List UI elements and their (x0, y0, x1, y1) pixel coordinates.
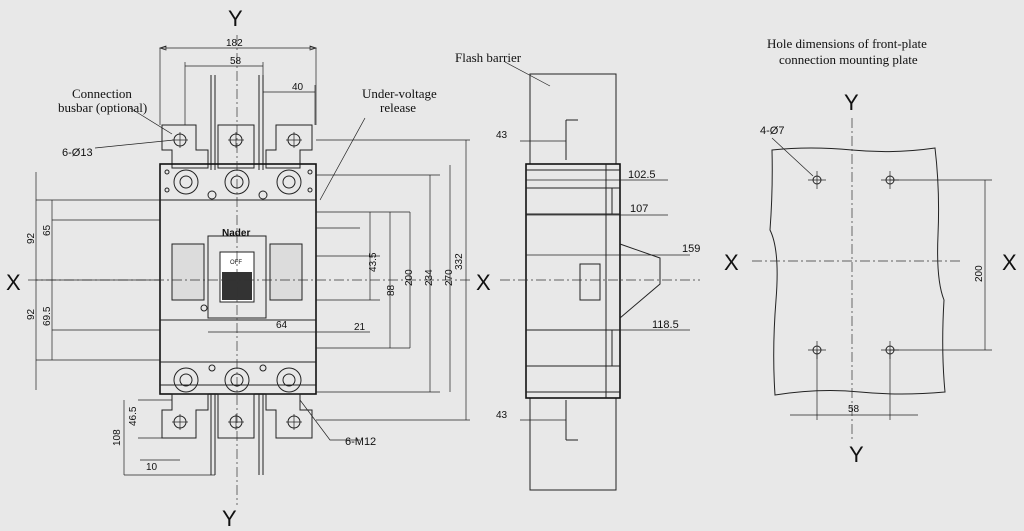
plate-title: Hole dimensions of front-plate (767, 36, 927, 51)
axis-y-bottom-plate: Y (849, 442, 864, 467)
plate-dim-58: 58 (848, 404, 860, 415)
dim-busbar-46-5: 46.5 (128, 406, 139, 426)
axis-x-side: X (476, 270, 491, 295)
switch-state-label: OFF (230, 260, 242, 266)
dim-side-bottom-43: 43 (496, 410, 508, 421)
dim-side-102-5: 102.5 (628, 169, 656, 181)
undervoltage-label-2: release (380, 100, 416, 115)
front-view (28, 35, 470, 505)
axis-x-right-plate: X (1002, 250, 1017, 275)
mounting-plate (752, 118, 992, 440)
axis-y-bottom-front: Y (222, 506, 237, 531)
bolts-label: 6-M12 (345, 436, 376, 448)
flash-barrier-top (529, 73, 617, 165)
plate-title-2: connection mounting plate (779, 52, 918, 67)
connection-busbar-label: Connection (72, 86, 132, 101)
dim-88: 88 (386, 284, 397, 296)
top-busbar-left (161, 124, 209, 169)
plate-outline (769, 147, 946, 396)
dim-handle-64: 64 (276, 320, 288, 331)
dim-overall-width: 182 (226, 38, 243, 49)
top-busbar-middle (217, 124, 255, 169)
axis-y-top-front: Y (228, 6, 243, 31)
dim-busbar-10: 10 (146, 462, 158, 473)
undervoltage-label: Under-voltage (362, 86, 437, 101)
dim-offset-21: 21 (354, 322, 366, 333)
dim-lower-92: 92 (26, 308, 37, 320)
flash-barrier-bottom (529, 397, 617, 491)
brand-label: Nader (222, 228, 250, 239)
side-view (500, 61, 700, 491)
dim-pole-offset: 40 (292, 82, 304, 93)
plate-holes-label: 4-Ø7 (760, 125, 784, 137)
dim-332: 332 (454, 253, 465, 270)
plate-dim-200: 200 (974, 265, 985, 282)
dim-side-118-5: 118.5 (652, 319, 679, 331)
top-busbar-right (265, 124, 313, 169)
breaker-side (525, 163, 621, 399)
dim-side-159: 159 (682, 243, 700, 255)
dim-side-top-43: 43 (496, 130, 508, 141)
axis-y-top-plate: Y (844, 90, 859, 115)
dim-43-5: 43.5 (368, 252, 379, 272)
flash-barrier-label: Flash barrier (455, 50, 522, 65)
bottom-busbar-middle (217, 393, 255, 439)
dim-234: 234 (424, 269, 435, 286)
axis-x-left-plate: X (724, 250, 739, 275)
bottom-busbar-right (265, 393, 313, 439)
dim-lower-69-5: 69.5 (42, 306, 53, 326)
holes-label: 6-Ø13 (62, 147, 93, 159)
dim-200: 200 (404, 269, 415, 286)
bottom-busbar-left (161, 393, 209, 439)
dim-busbar-spacing: 58 (230, 56, 242, 67)
axis-x-left-front: X (6, 270, 21, 295)
dim-270: 270 (444, 269, 455, 286)
dim-upper-65: 65 (42, 224, 53, 236)
dim-upper-92: 92 (26, 232, 37, 244)
connection-busbar-label-2: busbar (optional) (58, 100, 147, 115)
dim-busbar-108: 108 (112, 429, 123, 446)
dim-side-107: 107 (630, 203, 648, 215)
